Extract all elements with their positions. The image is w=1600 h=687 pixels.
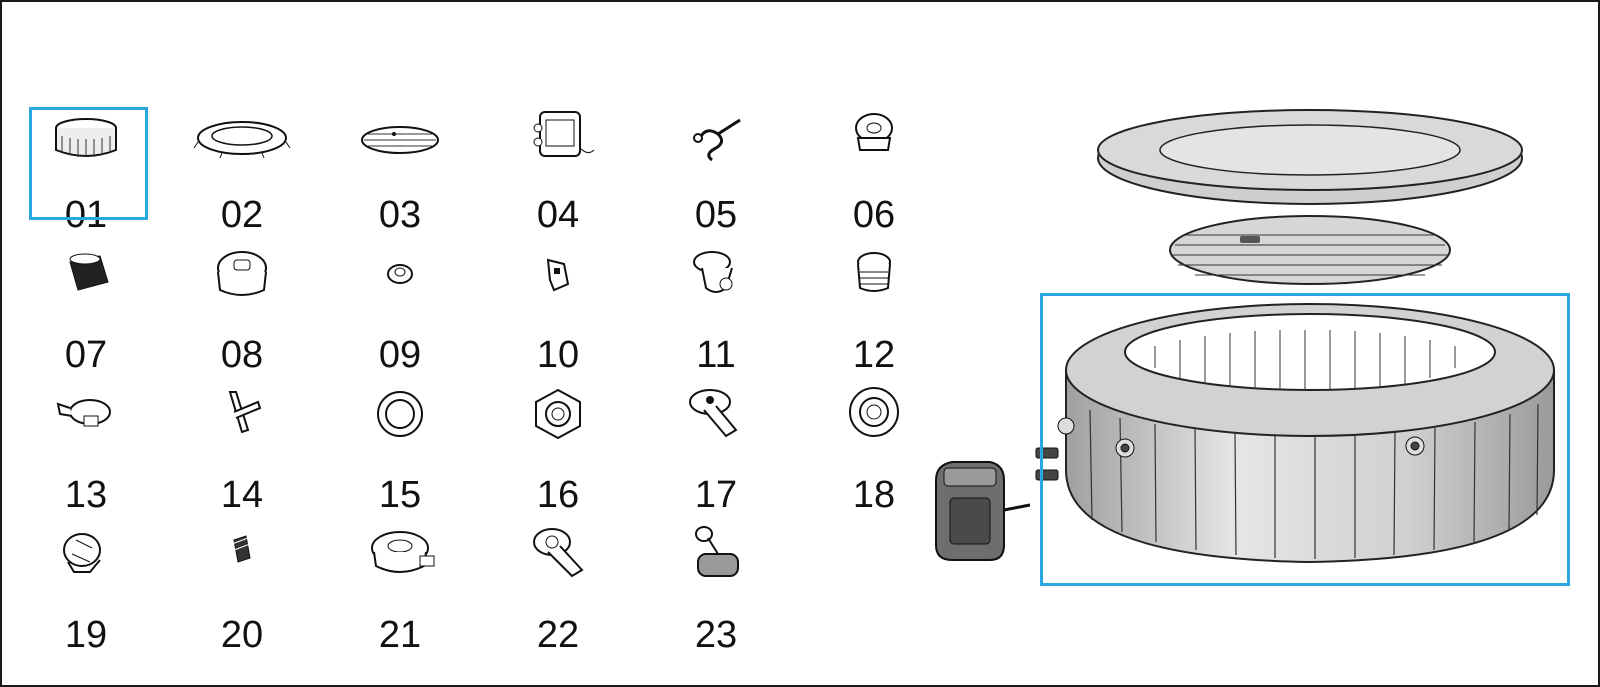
control-pump-icon <box>533 111 595 157</box>
part-number-label: 17 <box>694 474 738 516</box>
part-19: 19 <box>16 518 156 654</box>
part-number-label: 11 <box>696 334 736 376</box>
spa-liner-icon <box>55 118 117 157</box>
part-10: 10 <box>488 238 628 374</box>
spa-assembly-svg <box>935 109 1555 564</box>
part-20: 20 <box>172 518 312 654</box>
part-14: 14 <box>172 378 312 514</box>
gasket-ring-icon <box>377 391 423 437</box>
part-12: 12 <box>804 238 944 374</box>
spa-cover-icon <box>1097 109 1523 205</box>
elbow-fitting-icon <box>693 251 733 293</box>
part-number-label: 20 <box>220 614 264 656</box>
part-number-label: 21 <box>378 614 422 656</box>
part-18: 18 <box>804 378 944 514</box>
assembled-spa-illustration <box>935 100 1580 600</box>
part-number-label: 03 <box>378 194 422 236</box>
spa-cover-icon <box>193 121 291 159</box>
part-03: 03 <box>330 98 470 234</box>
part-number-label: 08 <box>220 334 264 376</box>
part-22: 22 <box>488 518 628 654</box>
part-number-label: 07 <box>64 334 108 376</box>
filter-cartridge-icon <box>69 253 109 291</box>
part-number-label: 19 <box>64 614 108 656</box>
buckle-icon <box>546 258 570 292</box>
part-number-label: 18 <box>852 474 896 516</box>
part-number-label: 02 <box>220 194 264 236</box>
drain-plug-icon <box>849 387 899 437</box>
part-07: 07 <box>16 238 156 374</box>
hex-nut-icon <box>535 388 581 440</box>
part-06: 06 <box>804 98 944 234</box>
part-13: 13 <box>16 378 156 514</box>
part-number-label: 10 <box>536 334 580 376</box>
threaded-connector-icon <box>857 252 891 292</box>
part-number-label: 14 <box>220 474 264 516</box>
inflatable-lid-icon <box>1169 215 1451 285</box>
part-23: 23 <box>646 518 786 654</box>
part-number-label: 04 <box>536 194 580 236</box>
jet-nozzle-icon <box>689 389 738 438</box>
part-number-label: 23 <box>694 614 738 656</box>
control-pump-icon <box>935 461 1031 561</box>
part-01-highlight-box <box>29 107 148 220</box>
part-16: 16 <box>488 378 628 514</box>
o-ring-icon <box>387 264 413 284</box>
strainer-connector-icon <box>217 251 267 296</box>
part-01: 01 <box>16 98 156 234</box>
valve-wrench-icon <box>228 391 262 434</box>
strainer-jet-icon <box>533 528 584 578</box>
part-number-label: 16 <box>536 474 580 516</box>
part-number-label: 06 <box>852 194 896 236</box>
headrest-icon <box>695 526 739 577</box>
part-05: 05 <box>646 98 786 234</box>
inflation-valve-icon <box>56 399 111 427</box>
part-15: 15 <box>330 378 470 514</box>
inflatable-lid-icon <box>361 126 439 154</box>
part-08: 08 <box>172 238 312 374</box>
part-number-label: 09 <box>378 334 422 376</box>
part-number-label: 01 <box>64 194 108 236</box>
part-02: 02 <box>172 98 312 234</box>
part-17: 17 <box>646 378 786 514</box>
part-04: 04 <box>488 98 628 234</box>
part-number-label: 12 <box>852 334 896 376</box>
air-hose-icon <box>693 118 741 162</box>
inflatable-spa-tub-icon <box>1035 303 1555 564</box>
part-number-label: 15 <box>378 474 422 516</box>
drain-adapter-icon <box>231 535 251 563</box>
valve-cap-icon <box>63 533 101 573</box>
part-number-label: 05 <box>694 194 738 236</box>
part-21: 21 <box>330 518 470 654</box>
part-number-label: 13 <box>64 474 108 516</box>
part-09: 09 <box>330 238 470 374</box>
air-valve-icon <box>371 531 435 573</box>
filter-housing-cap-icon <box>855 113 893 151</box>
part-11: 11 <box>646 238 786 374</box>
part-number-label: 22 <box>536 614 580 656</box>
spa-tub-highlight-box <box>1040 293 1570 586</box>
